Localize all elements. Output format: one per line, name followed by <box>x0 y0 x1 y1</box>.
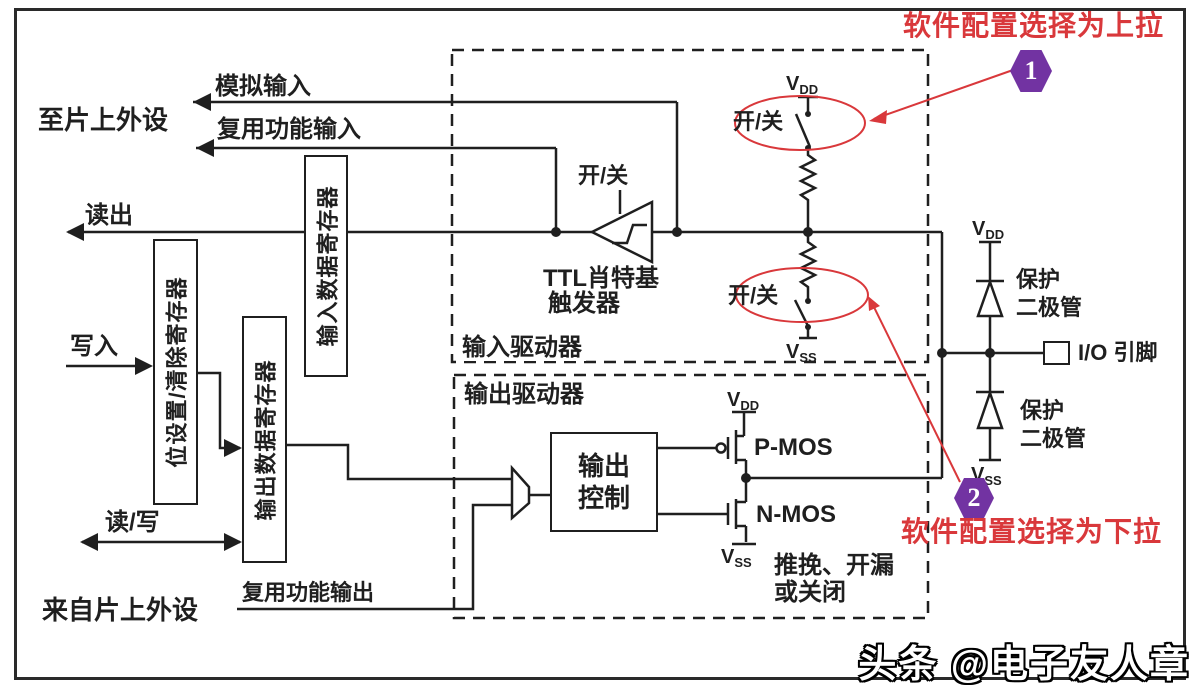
read-write-label: 读/写 <box>105 509 160 536</box>
read-write-arrow-right <box>224 533 242 551</box>
switch-contact-dot <box>805 324 811 330</box>
alt-func-output-label: 复用功能输出 <box>242 580 375 605</box>
to-peripherals-label: 至片上外设 <box>38 105 169 135</box>
pulldown-badge: 2 <box>954 478 994 518</box>
bitset-to-outputdata-line <box>198 371 240 450</box>
pmos-icon <box>658 410 756 478</box>
protect-diode-bottom-label-line1: 保护 <box>1020 398 1065 423</box>
protect-diode-top-label-line2: 二极管 <box>1016 295 1083 320</box>
output-data-register-label: 输出数据寄存器 <box>253 358 279 521</box>
alt-func-input-label: 复用功能输入 <box>217 116 361 143</box>
output-control-box: 输出 控制 <box>550 432 658 532</box>
node-dot <box>937 348 947 358</box>
read-write-arrow-left <box>80 533 98 551</box>
nmos-vss-label: VSS <box>721 546 752 570</box>
input-driver-box <box>450 48 930 364</box>
nmos-label: N-MOS <box>756 501 836 528</box>
analog-input-label: 模拟输入 <box>215 73 311 100</box>
outputdata-to-mux-line <box>287 443 512 481</box>
node-dot <box>985 348 995 358</box>
pulldown-annotation-line <box>869 298 961 483</box>
nmos-icon <box>658 478 756 546</box>
output-mode-line2: 或关闭 <box>774 579 846 606</box>
bitset-arrow <box>224 439 242 457</box>
write-arrow <box>135 357 153 375</box>
protect-diode-bottom-label-line2: 二极管 <box>1020 426 1087 451</box>
read-label: 读出 <box>85 202 133 229</box>
output-driver-label: 输出驱动器 <box>460 382 588 408</box>
bit-set-clear-register-label: 位设置/清除寄存器 <box>164 276 190 468</box>
pullup-annotation-arrowhead <box>869 110 887 124</box>
input-data-register-box: 输入数据寄存器 <box>304 155 348 377</box>
io-pin-label: I/O 引脚 <box>1078 340 1158 365</box>
mux-icon <box>510 464 531 521</box>
from-peripherals-label: 来自片上外设 <box>42 595 199 625</box>
pullup-vdd-label: VDD <box>786 73 819 97</box>
pulldown-resistor-icon <box>798 232 818 300</box>
pmos-label: P-MOS <box>754 434 833 461</box>
schmitt-trigger-icon <box>589 190 654 265</box>
protection-diode-bottom-icon <box>976 389 1004 462</box>
schmitt-label-line1: TTL肖特基 <box>543 265 659 292</box>
node-dot <box>741 473 751 483</box>
pullup-highlight-ellipse <box>734 95 866 151</box>
output-control-line2: 控制 <box>577 483 630 513</box>
pulldown-annotation-text: 软件配置选择为下拉 <box>901 517 1163 548</box>
protection-diode-top-icon <box>976 240 1004 392</box>
bit-set-clear-register-box: 位设置/清除寄存器 <box>153 239 198 505</box>
pulldown-highlight-ellipse <box>735 267 869 323</box>
io-pin-square <box>1043 341 1070 365</box>
pulldown-vss-label: VSS <box>786 341 817 365</box>
pullup-annotation-line <box>873 69 1014 120</box>
read-arrow <box>66 223 84 241</box>
pullup-badge: 1 <box>1010 50 1052 92</box>
alt-func-input-line <box>196 146 558 232</box>
analog-input-arrow <box>193 93 211 111</box>
node-dot <box>551 227 561 237</box>
pulldown-on-off-label: 开/关 <box>728 283 779 308</box>
switch-contact-dot <box>805 298 811 304</box>
write-label: 写入 <box>70 333 118 360</box>
switch-contact-dot <box>805 111 811 117</box>
alt-func-output-line <box>237 503 512 611</box>
alt-func-input-arrow <box>196 139 214 157</box>
schmitt-on-off-label: 开/关 <box>578 163 629 188</box>
pullup-annotation-text: 软件配置选择为上拉 <box>903 11 1165 42</box>
pullup-resistor-icon <box>798 150 818 232</box>
node-dot <box>803 227 813 237</box>
watermark: 头条 @电子友人章 <box>858 644 1190 686</box>
node-dot <box>672 227 682 237</box>
pullup-switch-icon <box>794 95 818 148</box>
diode-vdd-label: VDD <box>972 218 1005 242</box>
output-mode-line1: 推挽、开漏 <box>774 552 894 579</box>
pmos-vdd-label: VDD <box>727 389 760 413</box>
input-driver-label: 输入驱动器 <box>458 335 586 361</box>
pulldown-switch-icon <box>793 299 817 340</box>
input-data-register-label: 输入数据寄存器 <box>315 185 341 347</box>
output-control-line1: 输出 <box>577 451 630 481</box>
pulldown-annotation-arrowhead <box>868 296 880 311</box>
outer-border <box>14 8 1186 680</box>
output-data-register-box: 输出数据寄存器 <box>242 316 287 563</box>
schmitt-label-line2: 触发器 <box>548 290 620 317</box>
protect-diode-top-label-line1: 保护 <box>1016 267 1061 292</box>
analog-input-line <box>193 100 679 232</box>
pullup-on-off-label: 开/关 <box>733 109 784 134</box>
